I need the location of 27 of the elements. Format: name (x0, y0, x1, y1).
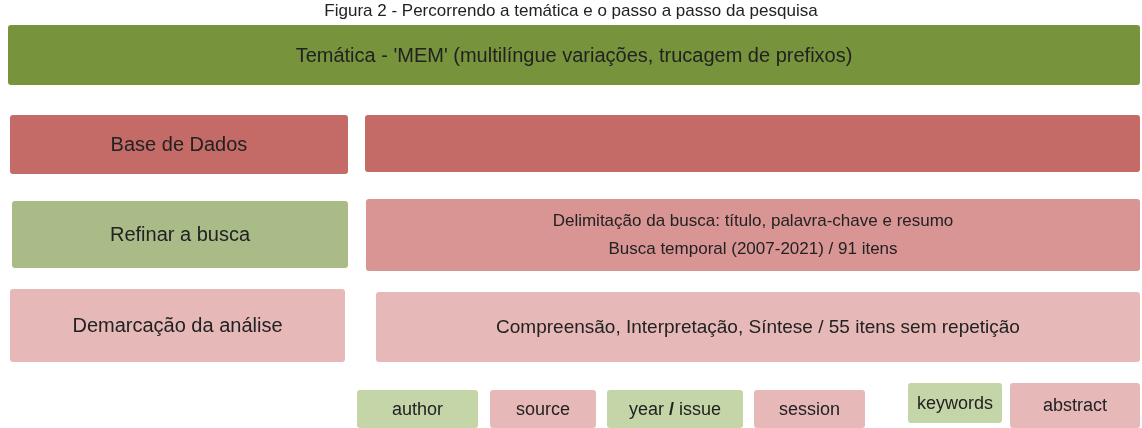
box-text: abstract (1043, 395, 1107, 416)
detail-box (366, 199, 1140, 271)
category-box (10, 289, 345, 362)
box-text: keywords (917, 392, 993, 414)
category-box (12, 201, 348, 268)
box-text: Base de Dados (110, 133, 248, 156)
box-text: Refinar a busca (109, 223, 251, 246)
box-text: Compreensão, Interpretação, Síntese / 55 itens sem repetição (496, 316, 1020, 338)
box-text: session (779, 398, 840, 420)
field-tag (357, 390, 478, 428)
theme-band (8, 25, 1140, 85)
detail-box (376, 292, 1140, 362)
field-tag (908, 383, 1002, 423)
box-text: Delimitação da busca: título, palavra-chave e resumo (552, 211, 954, 231)
box-text: source (516, 398, 570, 420)
figure-title: Figura 2 - Percorrendo a temática e o passo a passo da pesquisa (323, 1, 819, 21)
box-text: Busca temporal (2007-2021) / 91 itens (608, 239, 898, 259)
field-tag (754, 390, 865, 428)
field-tag (1010, 383, 1140, 428)
database-box (365, 115, 1140, 172)
box-text: Temática - 'MEM' (multilíngue variações, trucagem de prefixos) (295, 43, 853, 67)
box-text: Demarcação da análise (72, 314, 283, 337)
box-text: author (391, 398, 443, 420)
field-tag (607, 390, 743, 428)
box-text: year / issue (628, 398, 722, 420)
category-box (10, 115, 348, 174)
field-tag (490, 390, 596, 428)
